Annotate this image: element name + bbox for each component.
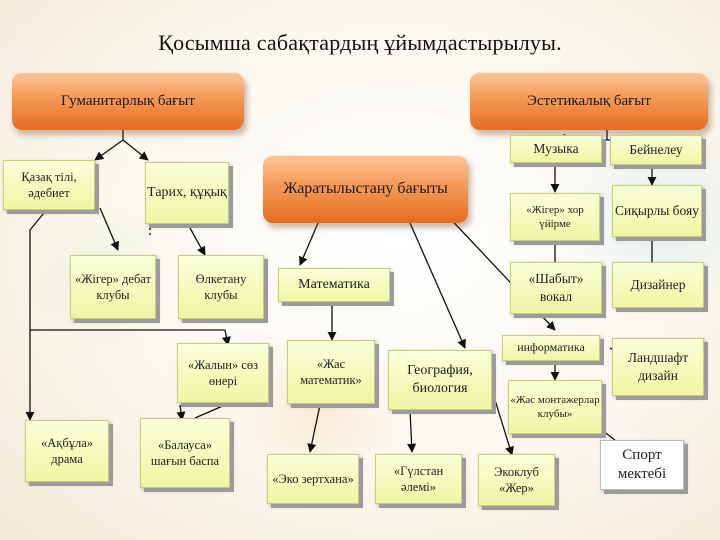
humanities-header: Гуманитарлық бағыт xyxy=(12,72,244,130)
node-geography-biology: География, биология xyxy=(388,350,492,410)
node-mathematics: Математика xyxy=(278,268,390,302)
node-zhalyn: «Жалын» сөз өнері xyxy=(177,343,269,403)
aesthetic-header: Эстетикалық бағыт xyxy=(470,72,708,130)
node-gulstan-world: «Гүлстан әлемі» xyxy=(375,454,462,504)
node-history-law: Тарих, құқық xyxy=(145,162,229,224)
node-balausa-press: «Балауса» шағын баспа xyxy=(140,418,230,488)
node-shabyt-vocal: «Шабыт» вокал xyxy=(510,262,602,314)
node-landscape-design: Ландшафт дизайн xyxy=(612,338,704,396)
node-zhiger-debate-club: «Жігер» дебат клубы xyxy=(70,255,156,319)
node-olketanu-club: Өлкетану клубы xyxy=(178,255,264,319)
node-designer: Дизайнер xyxy=(612,262,704,308)
node-informatics: информатика xyxy=(502,335,600,361)
node-kazakh-literature: Қазақ тілі, әдебиет xyxy=(3,160,95,210)
node-akkula-drama: «Ақбұла» драма xyxy=(25,420,109,482)
node-eco-club-zher: Экоклуб «Жер» xyxy=(478,454,555,506)
natural-science-header: Жаратылыстану бағыты xyxy=(263,155,468,223)
node-music: Музыка xyxy=(510,135,602,163)
node-young-editors-club: «Жас монтажерлар клубы» xyxy=(508,380,602,434)
node-sport-school: Спорт мектебі xyxy=(600,440,684,490)
node-magic-paint: Сиқырлы бояу xyxy=(612,185,702,237)
page-title: Қосымша сабақтардың ұйымдастырылуы. xyxy=(158,30,562,55)
node-fine-arts: Бейнелеу xyxy=(610,135,702,165)
node-eco-lab: «Эко зертхана» xyxy=(267,454,359,504)
node-zhiger-choir: «Жігер» хор үйірме xyxy=(510,193,600,241)
node-young-mathematician: «Жас математик» xyxy=(287,340,375,404)
